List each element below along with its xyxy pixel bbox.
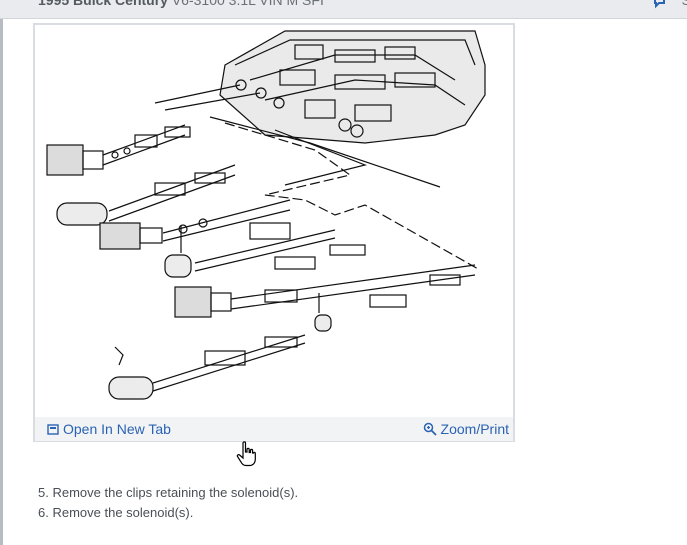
engine-spec: V6-3100 3.1L VIN M SFI [171, 0, 324, 8]
hand-cursor-icon [236, 441, 256, 467]
open-in-new-tab-link[interactable]: Open In New Tab [47, 421, 171, 437]
document-title: 1995 Buick Century V6-3100 3.1L VIN M SF… [38, 0, 324, 8]
open-in-new-tab-icon [47, 424, 59, 435]
open-in-new-tab-label: Open In New Tab [63, 421, 171, 437]
document-header: 1995 Buick Century V6-3100 3.1L VIN M SF… [0, 0, 687, 19]
instruction-list: 5. Remove the clips retaining the soleno… [38, 483, 298, 523]
figure-footer: Open In New Tab Zoom/Print [35, 417, 513, 441]
instruction-step: 6. Remove the solenoid(s). [38, 505, 194, 520]
vehicle-name: 1995 Buick Century [38, 0, 168, 8]
zoom-print-label: Zoom/Print [440, 421, 509, 437]
header-cut-text: S [681, 0, 687, 8]
zoom-icon [423, 422, 437, 436]
share-icon[interactable] [653, 0, 669, 10]
solenoid-exploded-diagram[interactable] [35, 25, 513, 415]
left-border-strip [0, 0, 3, 545]
instruction-step: 5. Remove the clips retaining the soleno… [38, 485, 299, 500]
zoom-print-link[interactable]: Zoom/Print [423, 421, 509, 437]
figure-card: Open In New Tab Zoom/Print [33, 23, 515, 442]
